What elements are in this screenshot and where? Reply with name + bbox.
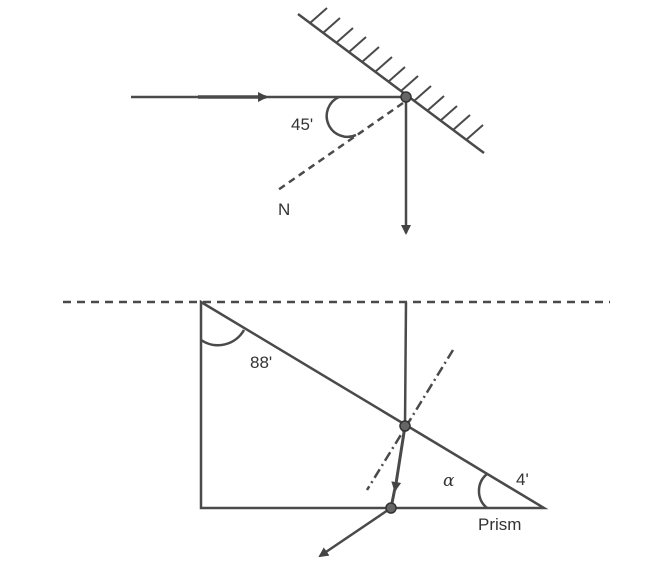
refraction-normal <box>365 349 455 491</box>
apex-angle-label: 88' <box>250 353 273 372</box>
apex-angle-arc <box>200 329 246 347</box>
mirror-hatching <box>309 7 484 141</box>
base-angle-label: 4' <box>516 470 529 489</box>
base-angle-arc <box>477 473 488 509</box>
alpha-label: α <box>443 471 455 491</box>
vertical-incoming-ray <box>403 301 408 427</box>
refracted-ray <box>391 425 407 492</box>
entry-point <box>399 420 411 432</box>
exit-ray <box>318 506 392 558</box>
normal-line <box>277 101 404 192</box>
incidence-angle-label: 45' <box>291 115 314 134</box>
exit-point <box>385 502 397 514</box>
mirror-surface <box>297 12 485 155</box>
incidence-angle-arc <box>325 95 357 139</box>
prism-triangle <box>199 299 549 510</box>
normal-label: N <box>278 200 291 219</box>
prism-label: Prism <box>478 515 522 534</box>
reflection-point <box>400 91 412 103</box>
